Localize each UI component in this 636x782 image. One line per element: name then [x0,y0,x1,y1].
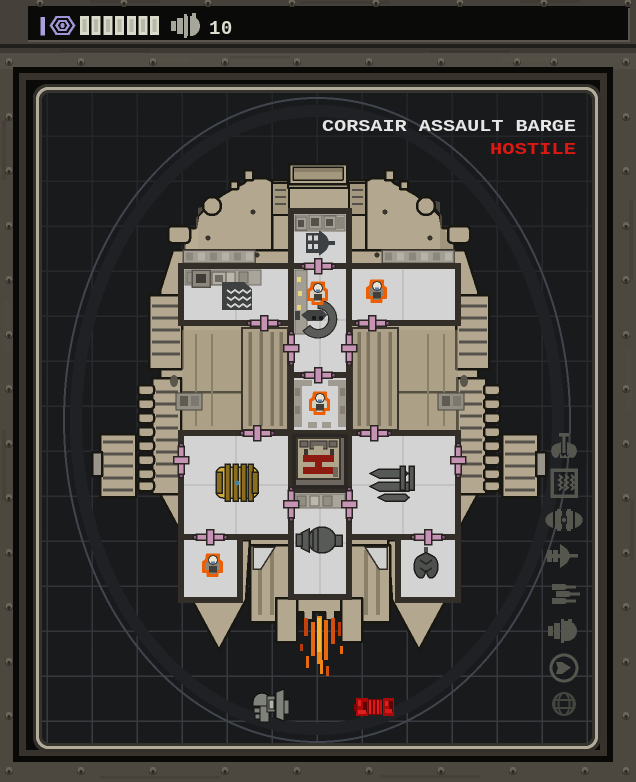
svg-text:CORSAIR ASSAULT BARGE: CORSAIR ASSAULT BARGE [322,117,576,136]
svg-text:10: 10 [209,18,233,40]
svg-text:HOSTILE: HOSTILE [490,140,576,159]
